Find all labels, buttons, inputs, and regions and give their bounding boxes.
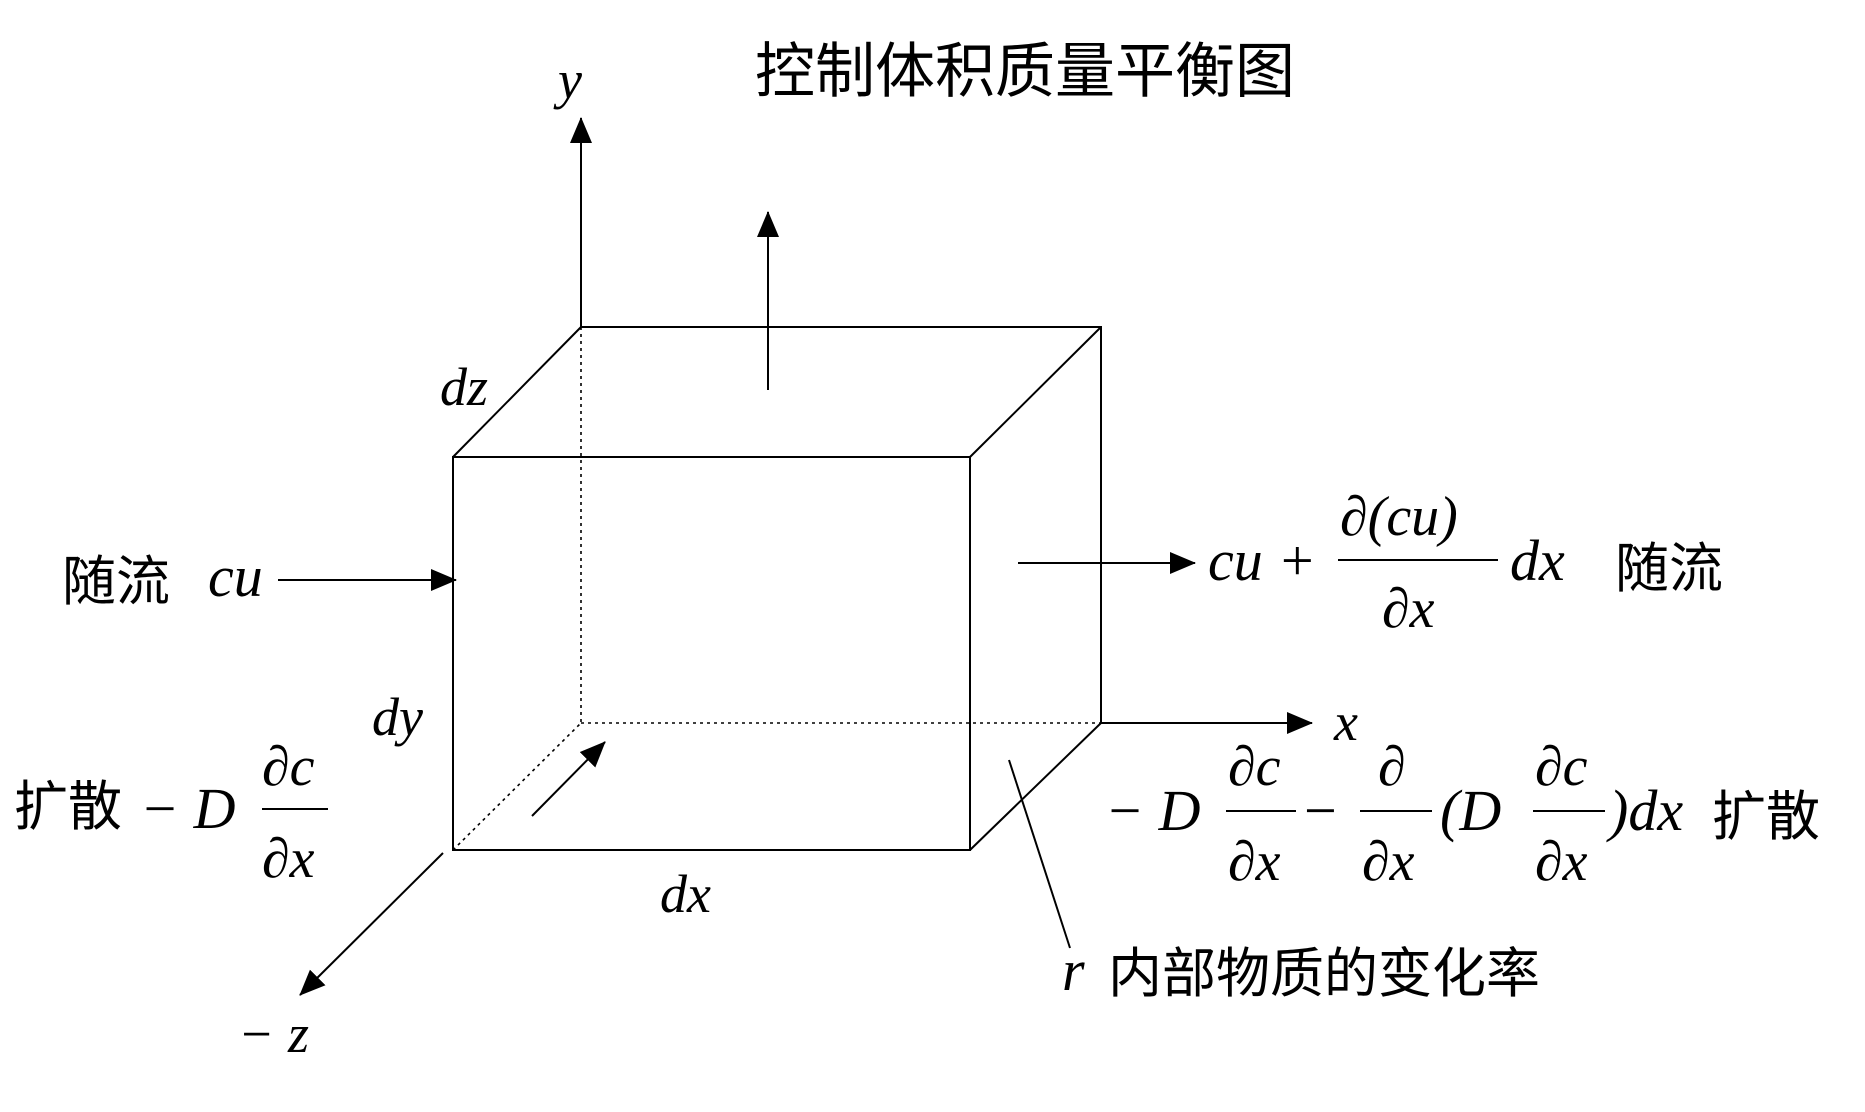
neg-z-axis-label: − z	[238, 1004, 309, 1064]
right-diffusion-lead: − D	[1105, 778, 1201, 843]
right-advection-tail: dx	[1510, 528, 1565, 593]
right-advection-label: 随流	[1615, 537, 1723, 600]
reaction-symbol: r	[1062, 938, 1085, 1003]
reaction-leader-line	[1008, 759, 1071, 949]
right-advection-frac-den: ∂x	[1382, 578, 1435, 640]
right-diffusion-label: 扩散	[1712, 785, 1820, 848]
cube-back-face	[581, 326, 1102, 723]
dz-label: dz	[440, 357, 488, 417]
left-diffusion-frac-den: ∂x	[262, 828, 315, 890]
neg-z-axis-arrow	[299, 852, 444, 996]
cube-edge-top-right	[969, 326, 1102, 458]
left-diffusion-label: 扩散	[14, 775, 122, 838]
right-diffusion-frac3-num: ∂c	[1535, 736, 1588, 798]
cube-front-face	[452, 456, 971, 851]
right-diffusion-paren-open: (D	[1440, 778, 1501, 843]
left-diffusion-frac-num: ∂c	[262, 736, 315, 798]
right-diffusion-frac1-den: ∂x	[1228, 831, 1281, 893]
right-advection-lead: cu +	[1208, 528, 1316, 593]
reaction-label: 内部物质的变化率	[1108, 942, 1540, 1005]
diagram-title: 控制体积质量平衡图	[755, 37, 1295, 107]
right-diffusion-frac2-num: ∂	[1378, 736, 1406, 798]
right-advection-frac-num: ∂(cu)	[1340, 486, 1458, 548]
right-diffusion-frac3-den: ∂x	[1535, 831, 1588, 893]
left-advection-label: 随流	[62, 550, 170, 613]
cube-edge-top-left	[452, 326, 582, 458]
right-diffusion-minus: −	[1304, 778, 1337, 843]
cube-edge-bottom-right	[969, 722, 1102, 851]
dx-label: dx	[660, 864, 711, 924]
cube-hidden-edge-depth	[452, 722, 582, 851]
right-diffusion-paren-close: )dx	[1606, 778, 1683, 843]
inner-diagonal-arrow	[531, 741, 606, 817]
right-diffusion-frac1-num: ∂c	[1228, 736, 1281, 798]
y-axis-label: y	[553, 50, 582, 110]
dy-label: dy	[372, 687, 423, 747]
left-advection-term: cu	[208, 544, 263, 609]
left-diffusion-term: − D	[140, 776, 236, 841]
right-diffusion-frac2-den: ∂x	[1362, 831, 1415, 893]
x-axis-label: x	[1333, 692, 1358, 752]
